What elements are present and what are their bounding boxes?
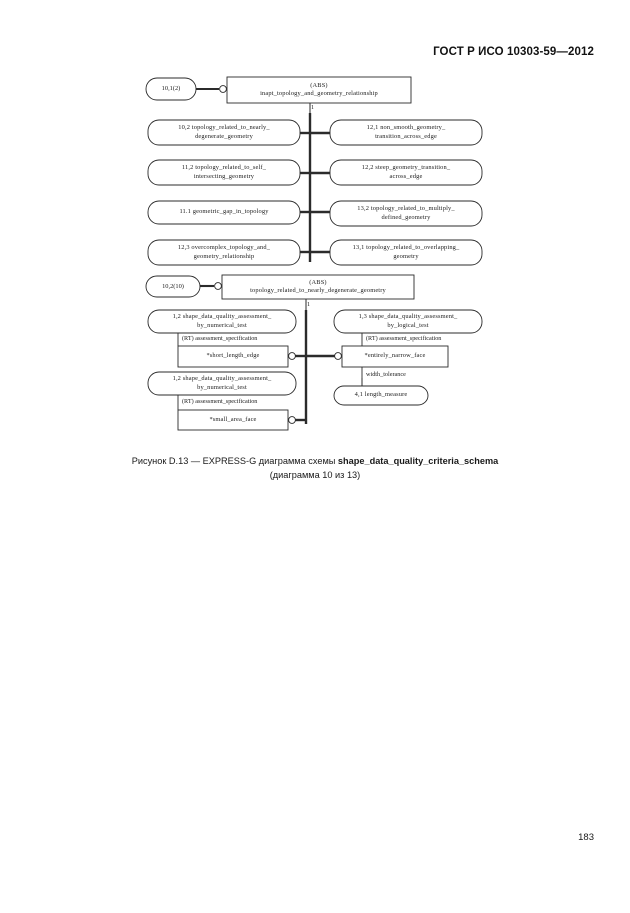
standard-header: ГОСТ Р ИСО 10303-59—2012: [433, 46, 594, 58]
diagram-vector-layer: [145, 76, 483, 431]
caption-line-2: (диаграмма 10 из 13): [269, 469, 361, 480]
cardinality-label-section1: 1: [311, 104, 315, 111]
cardinality-label-section2: 1: [307, 301, 311, 308]
page-number: 183: [578, 832, 594, 843]
attribute-label-assessment-specification-b: (RT) assessment_specification: [182, 398, 258, 405]
page-ref-10-1-2: 10,1(2): [161, 85, 181, 92]
attribute-label-width-tolerance: width_tolerance: [366, 371, 406, 378]
caption-prefix: Рисунок D.13 — EXPRESS-G диаграмма схемы: [131, 456, 338, 466]
page-ref-10-2-10: 10,2(10): [162, 282, 184, 290]
express-g-diagram: 10,1(2) (ABS) inapt_topology_and_geometr…: [145, 76, 483, 431]
figure-caption: Рисунок D.13 — EXPRESS-G диаграмма схемы…: [0, 455, 630, 482]
attribute-label-assessment-specification-right: (RT) assessment_specification: [366, 335, 442, 342]
caption-schema-name: shape_data_quality_criteria_schema: [337, 456, 499, 466]
attribute-label-assessment-specification-a: (RT) assessment_specification: [182, 335, 258, 342]
